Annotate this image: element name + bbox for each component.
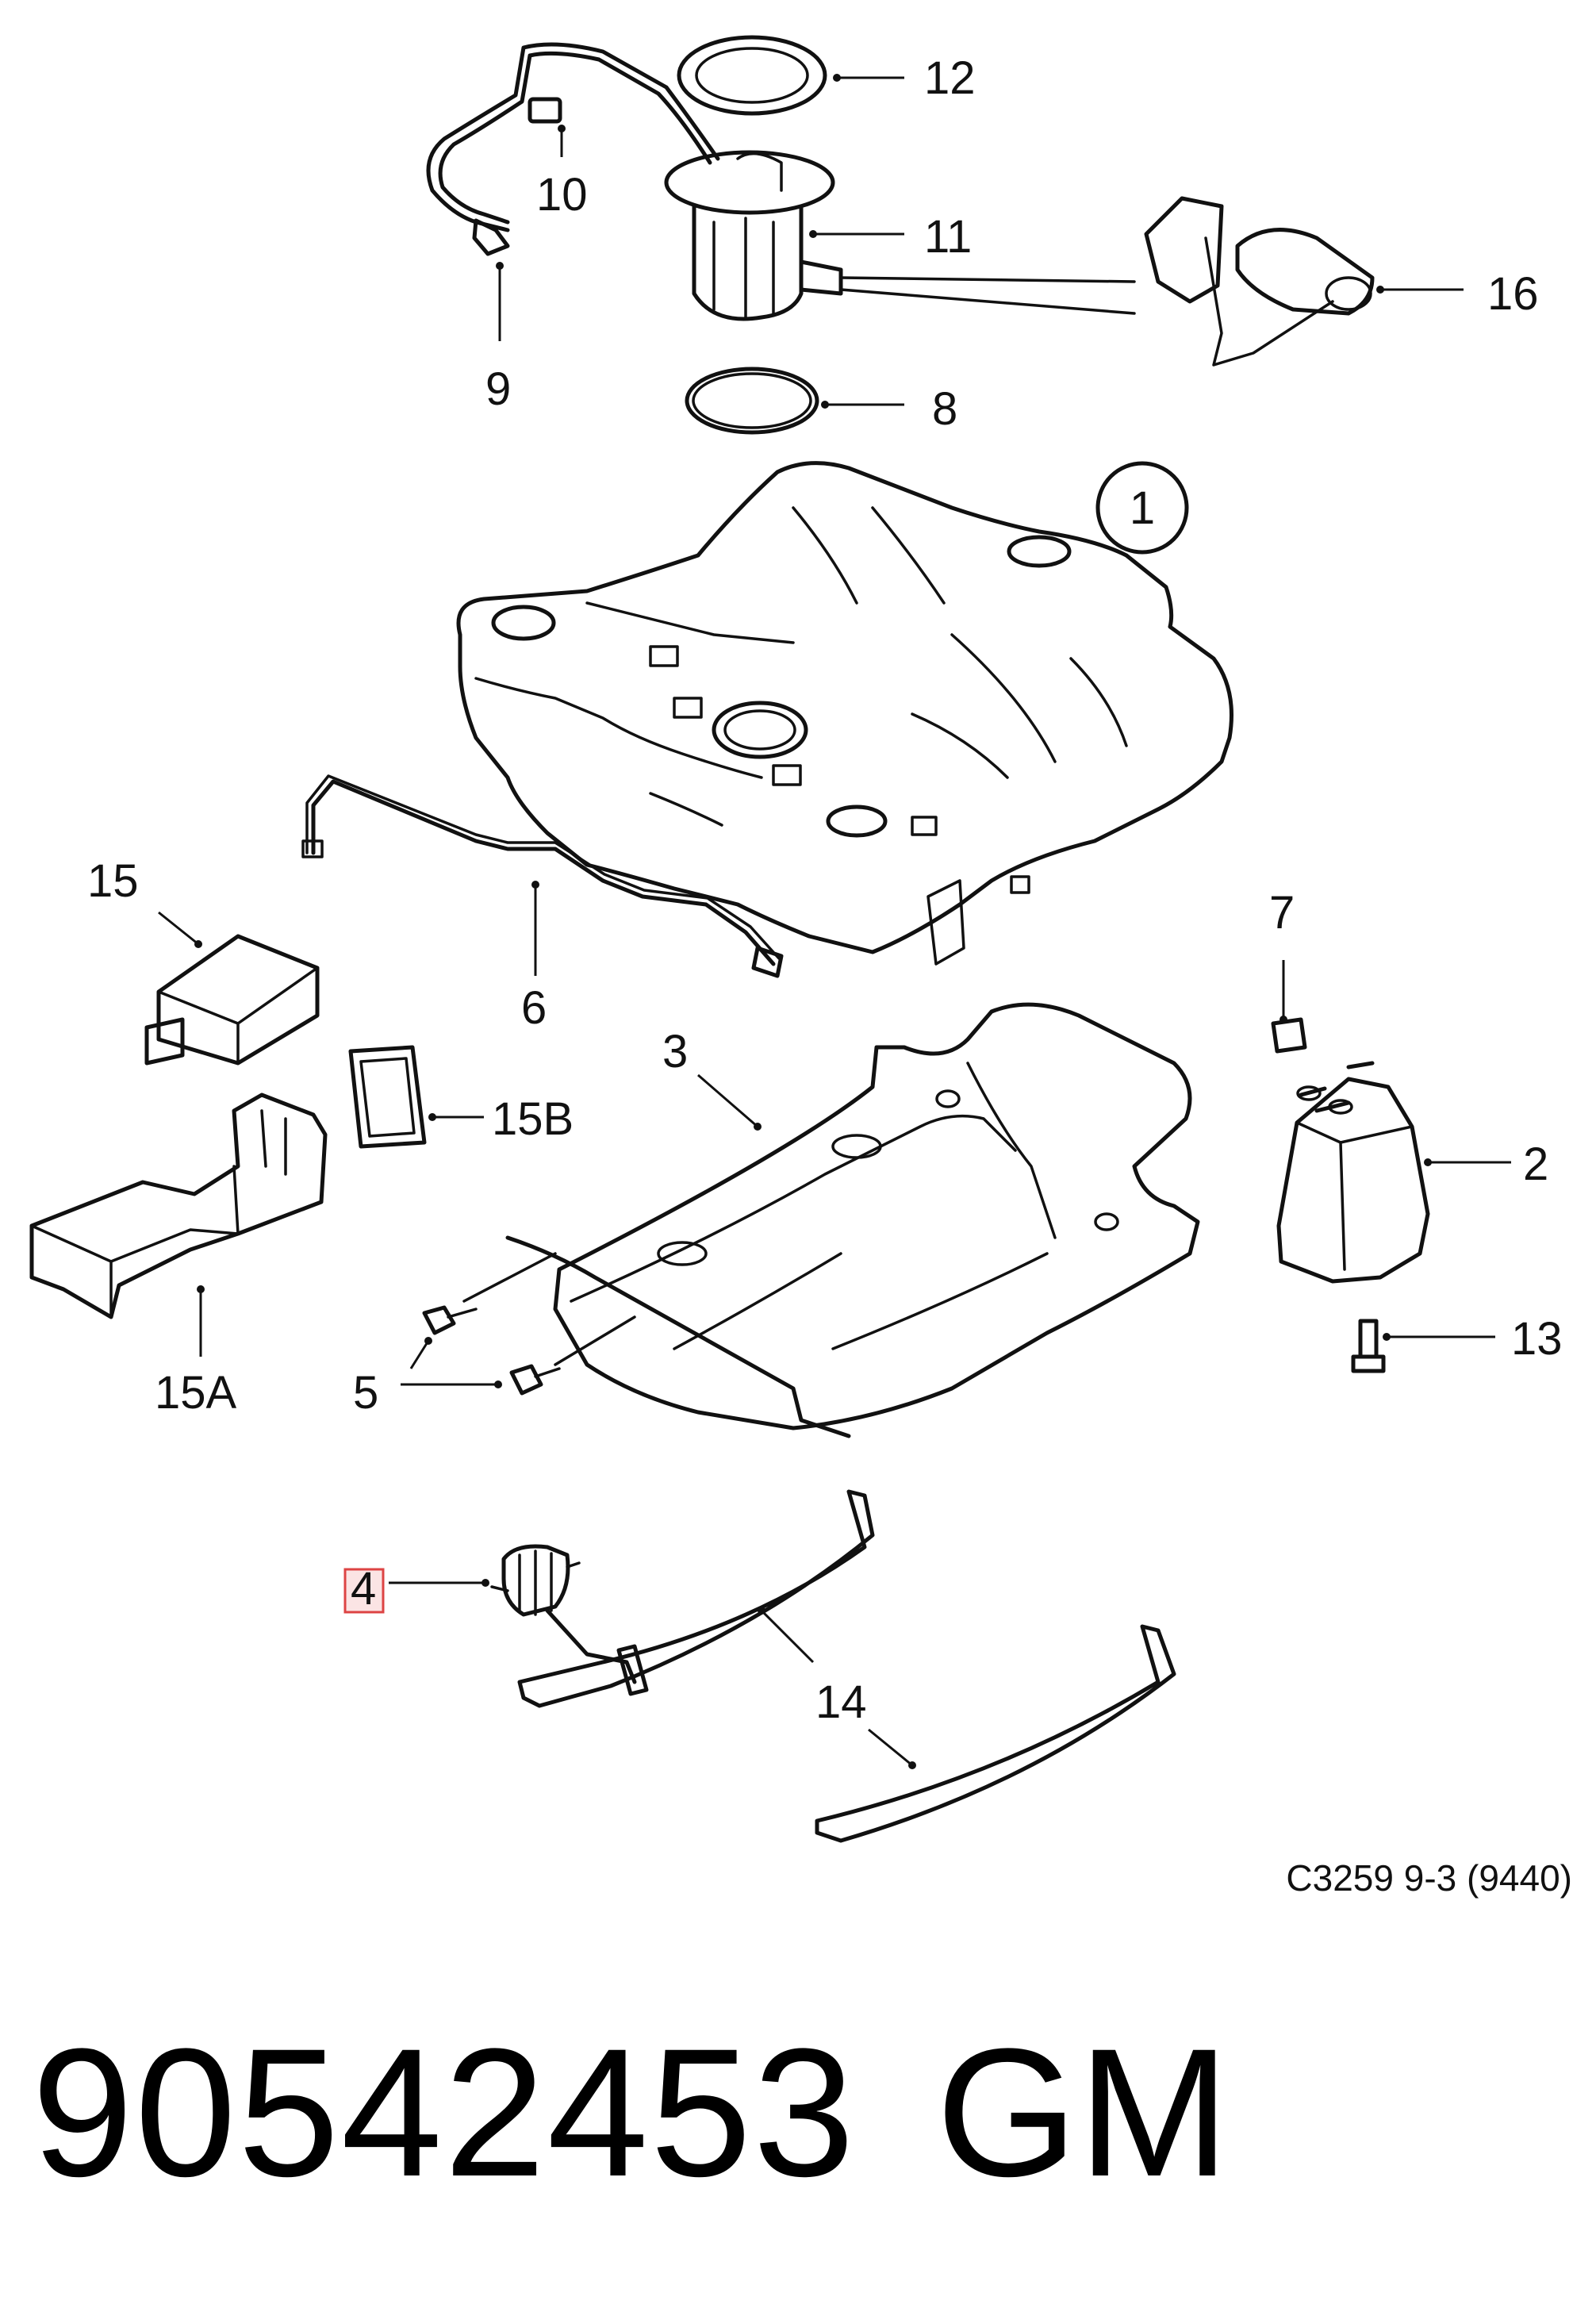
callout-10: 10 — [536, 169, 588, 221]
diagram-canvas: 1 — [29, 35, 1563, 1843]
callout-11: 11 — [924, 211, 972, 263]
part-straps — [517, 1489, 1176, 1843]
part-wiring-harness — [426, 42, 720, 256]
part-fuel-pipe — [301, 774, 784, 978]
callout-16: 16 — [1487, 268, 1539, 320]
part-o-ring — [685, 367, 819, 435]
part-bracket — [29, 1092, 328, 1319]
callout-4: 4 — [351, 1563, 376, 1615]
callout-15b: 15B — [492, 1093, 574, 1145]
part-level-sender — [1144, 196, 1375, 367]
part-bolts — [422, 1252, 636, 1396]
callout-1: 1 — [1130, 482, 1155, 534]
diagram-reference-code: C3259 9-3 (9440) — [1286, 1857, 1572, 1899]
leader-lines — [158, 74, 1511, 1769]
part-fuel-filter — [490, 1544, 637, 1684]
part-heat-shield — [505, 1002, 1200, 1438]
callout-15a: 15A — [155, 1367, 237, 1419]
part-canister — [1276, 1061, 1430, 1284]
part-lock-ring — [677, 35, 827, 116]
part-number: 90542453 — [32, 2010, 857, 2214]
part-canister-bolt — [1351, 1319, 1386, 1373]
callout-7: 7 — [1269, 887, 1295, 939]
part-gasket — [348, 1045, 427, 1149]
callout-9: 9 — [485, 363, 511, 415]
callout-6: 6 — [521, 982, 547, 1034]
callout-15: 15 — [87, 855, 139, 907]
callout-12: 12 — [924, 52, 976, 104]
callout-14: 14 — [815, 1676, 867, 1728]
highlight-box — [343, 1568, 385, 1614]
callout-8: 8 — [932, 383, 957, 435]
callout-13: 13 — [1511, 1313, 1563, 1365]
brand-name: GM — [936, 2010, 1230, 2214]
part-clip — [1271, 1017, 1307, 1054]
callout-2: 2 — [1523, 1139, 1548, 1190]
part-fuel-tank: 1 — [456, 461, 1233, 966]
part-control-module — [144, 934, 320, 1066]
part-fuel-pump-module — [664, 150, 1136, 321]
callout-labels: 12 10 11 9 16 8 6 15 15B 15A 3 7 2 13 5 … — [87, 52, 1563, 1728]
callout-5: 5 — [353, 1367, 378, 1419]
callout-3: 3 — [662, 1026, 688, 1077]
exploded-parts-diagram: 1 — [29, 35, 1563, 1843]
